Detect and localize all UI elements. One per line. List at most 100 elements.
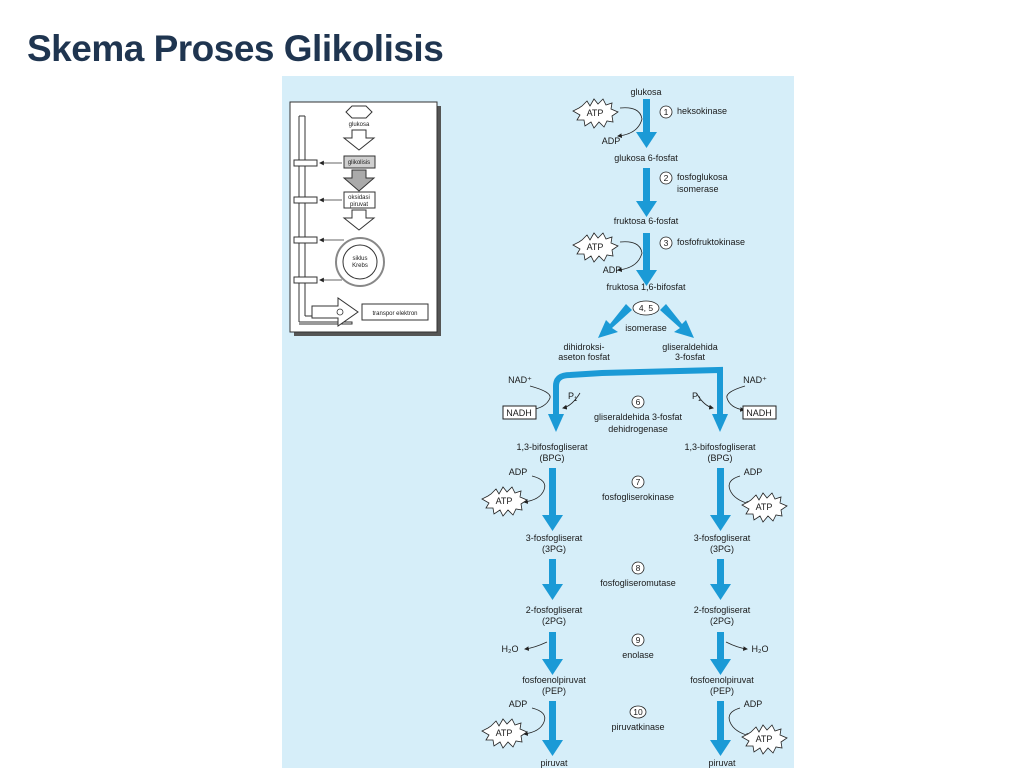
inset-arrow-2 bbox=[342, 169, 376, 192]
compound-dhap-1: dihidroksi- bbox=[563, 342, 604, 352]
enzyme-fosfogliseromutase: fosfogliseromutase bbox=[600, 578, 676, 588]
compound-dhap-2: aseton fosfat bbox=[558, 352, 610, 362]
enzyme-isomerase-2: isomerase bbox=[677, 184, 719, 194]
diagram-panel: glukosa glikolisis oksidasi piruvat sikl… bbox=[282, 76, 794, 768]
atp-label-7-right: ATP bbox=[756, 502, 773, 512]
atp-label-10-right: ATP bbox=[756, 734, 773, 744]
adp-label-3: ADP bbox=[603, 265, 622, 275]
compound-glukosa: glukosa bbox=[630, 87, 661, 97]
step-7-marker bbox=[631, 475, 645, 489]
atp-starburst-icon bbox=[572, 98, 619, 129]
glucose-hexagon-icon bbox=[345, 105, 373, 119]
arrow-step-1 bbox=[643, 99, 650, 135]
compound-bpg-left-2: (BPG) bbox=[539, 453, 564, 463]
compound-glukosa-6-fosfat: glukosa 6-fosfat bbox=[614, 153, 678, 163]
compound-piruvat-right: piruvat bbox=[708, 758, 736, 768]
nad-plus-right: NAD⁺ bbox=[743, 375, 767, 385]
arrow-step-8-left bbox=[549, 559, 556, 587]
step-6-number: 6 bbox=[636, 397, 641, 407]
atp-label-7-left: ATP bbox=[496, 496, 513, 506]
bracket-arrow-step-6 bbox=[553, 366, 723, 416]
atp-label-3: ATP bbox=[587, 242, 604, 252]
arrow-step-9-right bbox=[717, 632, 724, 662]
step-2-number: 2 bbox=[664, 173, 669, 183]
inset-arrow-3 bbox=[342, 209, 376, 231]
arrow-step-3 bbox=[643, 233, 650, 273]
atp-starburst-icon bbox=[572, 232, 619, 263]
atp-starburst-icon bbox=[741, 724, 788, 755]
inset-arrow-transport bbox=[311, 297, 359, 327]
atp-starburst-icon bbox=[481, 486, 528, 517]
compound-3pg-right-2: (3PG) bbox=[710, 544, 734, 554]
inset-label-oksidasi-2: piruvat bbox=[350, 202, 368, 208]
h2o-label-right: H₂O bbox=[752, 644, 769, 654]
inset-label-oksidasi-1: oksidasi bbox=[348, 195, 370, 201]
compound-3pg-left-1: 3-fosfogliserat bbox=[526, 533, 583, 543]
inset-label-transpor: transpor elektron bbox=[372, 311, 417, 317]
inset-label-krebs: Krebs bbox=[352, 263, 368, 269]
compound-fruktosa-6-fosfat: fruktosa 6-fosfat bbox=[614, 216, 679, 226]
inset-label-glukosa: glukosa bbox=[349, 122, 370, 128]
compound-pep-left-2: (PEP) bbox=[542, 686, 566, 696]
arrow-step-7-right bbox=[717, 468, 724, 518]
glycolysis-diagram: glukosa glikolisis oksidasi piruvat sikl… bbox=[289, 87, 788, 768]
step-3-marker bbox=[659, 236, 673, 250]
inset-connector-2 bbox=[293, 196, 318, 204]
step-3-number: 3 bbox=[664, 238, 669, 248]
compound-piruvat-left: piruvat bbox=[540, 758, 568, 768]
compound-pep-right-1: fosfoenolpiruvat bbox=[690, 675, 754, 685]
nad-plus-left: NAD⁺ bbox=[508, 375, 532, 385]
inset-label-siklus: siklus bbox=[352, 256, 367, 262]
arrow-step-4-right bbox=[660, 304, 694, 338]
slide-title: Skema Proses Glikolisis bbox=[27, 28, 444, 69]
arrow-step-10-right bbox=[717, 701, 724, 743]
nadh-left: NADH bbox=[506, 408, 532, 418]
step-8-marker bbox=[631, 561, 645, 575]
step-9-marker bbox=[631, 633, 645, 647]
step-1-number: 1 bbox=[664, 107, 669, 117]
inset-connector-1 bbox=[293, 159, 318, 167]
step-9-number: 9 bbox=[636, 635, 641, 645]
arrow-step-4-left bbox=[598, 304, 632, 338]
enzyme-fosfogliserokinase: fosfogliserokinase bbox=[602, 492, 674, 502]
step-45-number: 4, 5 bbox=[639, 303, 653, 313]
compound-g3p-2: 3-fosfat bbox=[675, 352, 706, 362]
arrow-step-7-left bbox=[549, 468, 556, 518]
overview-inset: glukosa glikolisis oksidasi piruvat sikl… bbox=[289, 101, 441, 336]
atp-starburst-icon bbox=[741, 492, 788, 523]
adp-label-10-right: ADP bbox=[744, 699, 763, 709]
compound-2pg-left-1: 2-fosfogliserat bbox=[526, 605, 583, 615]
step-8-number: 8 bbox=[636, 563, 641, 573]
inset-oksidasi-box bbox=[343, 191, 376, 209]
inset-connector-3 bbox=[293, 236, 318, 244]
inset-transport-box bbox=[361, 303, 429, 321]
compound-pep-left-1: fosfoenolpiruvat bbox=[522, 675, 586, 685]
step-1-marker bbox=[659, 105, 673, 119]
h2o-label-left: H₂O bbox=[502, 644, 519, 654]
pi-right: P1 bbox=[692, 391, 702, 403]
compound-bpg-left-1: 1,3-bifosfogliserat bbox=[516, 442, 588, 452]
enzyme-isomerase-45: isomerase bbox=[625, 323, 667, 333]
compound-pep-right-2: (PEP) bbox=[710, 686, 734, 696]
compound-fruktosa-16-bifosfat: fruktosa 1,6-bifosfat bbox=[606, 282, 686, 292]
compound-bpg-right-1: 1,3-bifosfogliserat bbox=[684, 442, 756, 452]
compound-3pg-left-2: (3PG) bbox=[542, 544, 566, 554]
enzyme-piruvatkinase: piruvatkinase bbox=[611, 722, 664, 732]
adp-label-7-right: ADP bbox=[744, 467, 763, 477]
nadh-right: NADH bbox=[746, 408, 772, 418]
compound-2pg-right-1: 2-fosfogliserat bbox=[694, 605, 751, 615]
arrow-step-8-right bbox=[717, 559, 724, 587]
enzyme-heksokinase: heksokinase bbox=[677, 106, 727, 116]
atp-label-10-left: ATP bbox=[496, 728, 513, 738]
step-10-number: 10 bbox=[633, 707, 643, 717]
inset-glikolisis-box bbox=[343, 155, 376, 169]
inset-label-glikolisis: glikolisis bbox=[348, 160, 370, 166]
enzyme-g3p-dehidrogenase-2: dehidrogenase bbox=[608, 424, 668, 434]
nadh-box-left bbox=[502, 405, 537, 420]
nadh-box-right bbox=[742, 405, 777, 420]
enzyme-enolase: enolase bbox=[622, 650, 654, 660]
compound-2pg-right-2: (2PG) bbox=[710, 616, 734, 626]
enzyme-fosfofruktokinase: fosfofruktokinase bbox=[677, 237, 745, 247]
adp-label-7-left: ADP bbox=[509, 467, 528, 477]
step-10-marker bbox=[629, 705, 647, 719]
